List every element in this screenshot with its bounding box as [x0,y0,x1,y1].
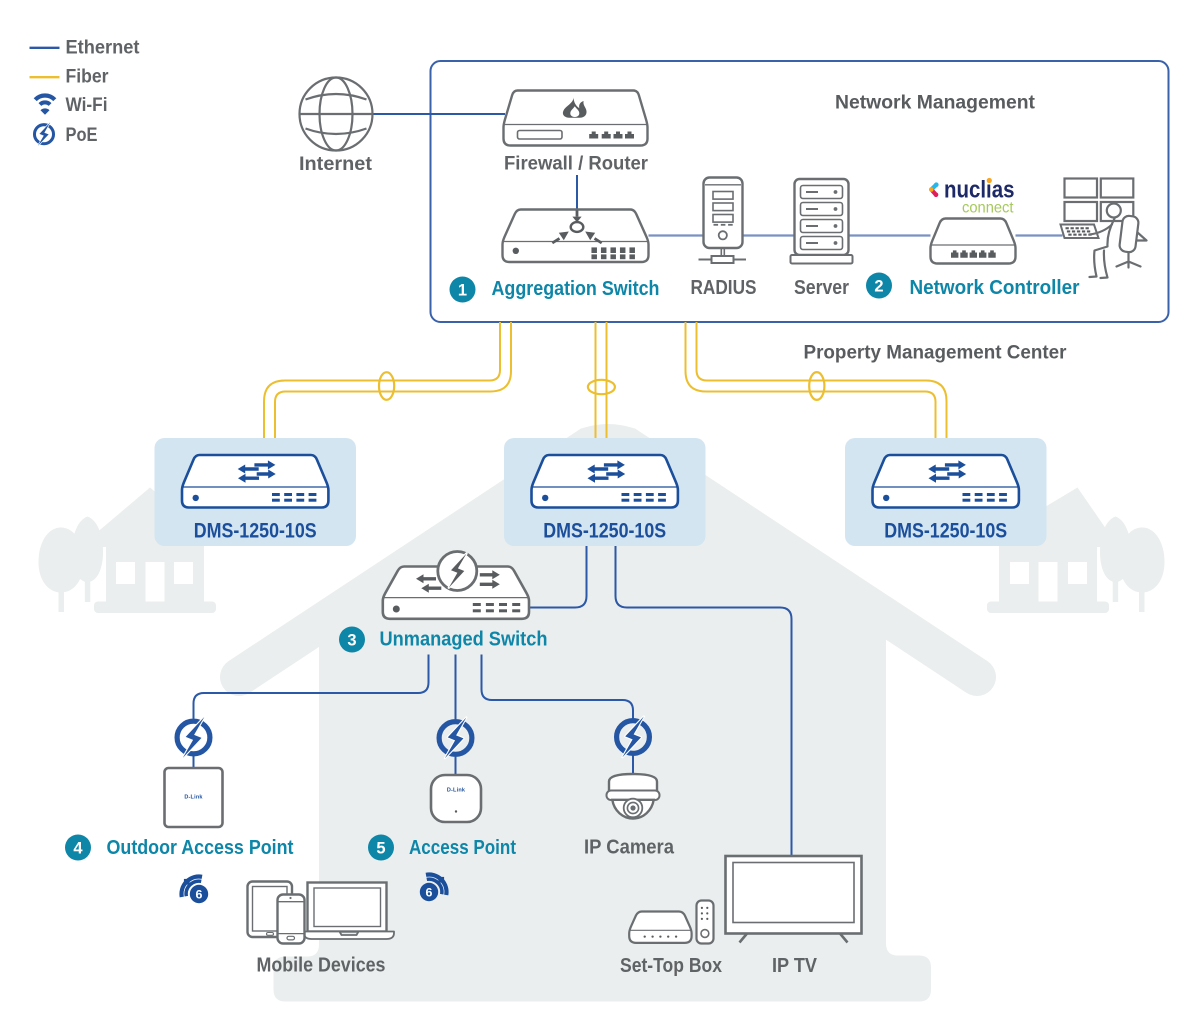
svg-text:DMS-1250-10S: DMS-1250-10S [543,520,666,543]
svg-text:IP TV: IP TV [772,955,818,977]
svg-text:IP Camera: IP Camera [584,837,675,859]
svg-text:Network Management: Network Management [835,92,1036,113]
svg-text:nuclias: nuclias [944,177,1015,204]
svg-text:Server: Server [794,277,849,299]
svg-text:Aggregation Switch: Aggregation Switch [492,278,660,300]
svg-text:DMS-1250-10S: DMS-1250-10S [884,520,1007,543]
svg-text:Property Management Center: Property Management Center [804,342,1068,363]
svg-text:Ethernet: Ethernet [66,37,141,58]
svg-text:Fiber: Fiber [66,67,110,88]
svg-text:DMS-1250-10S: DMS-1250-10S [194,520,317,543]
svg-text:4: 4 [73,839,83,857]
svg-text:connect: connect [962,200,1014,217]
svg-text:6: 6 [196,888,203,902]
svg-text:Internet: Internet [299,154,373,175]
svg-text:Network Controller: Network Controller [910,277,1080,299]
svg-text:Unmanaged Switch: Unmanaged Switch [380,629,548,651]
svg-text:D-Link: D-Link [184,795,203,801]
svg-text:Firewall / Router: Firewall / Router [504,153,648,175]
svg-text:Access Point: Access Point [409,837,516,859]
svg-text:Outdoor Access Point: Outdoor Access Point [107,837,294,859]
svg-text:PoE: PoE [66,125,98,146]
svg-text:1: 1 [458,281,467,299]
svg-text:2: 2 [874,277,883,295]
svg-text:Mobile Devices: Mobile Devices [257,955,386,977]
svg-text:6: 6 [426,886,433,900]
svg-text:Wi-Fi: Wi-Fi [66,95,108,116]
svg-text:D-Link: D-Link [447,788,466,794]
svg-text:Set-Top Box: Set-Top Box [620,955,722,977]
svg-text:5: 5 [376,839,385,857]
svg-text:RADIUS: RADIUS [691,277,757,299]
svg-text:3: 3 [347,631,356,649]
